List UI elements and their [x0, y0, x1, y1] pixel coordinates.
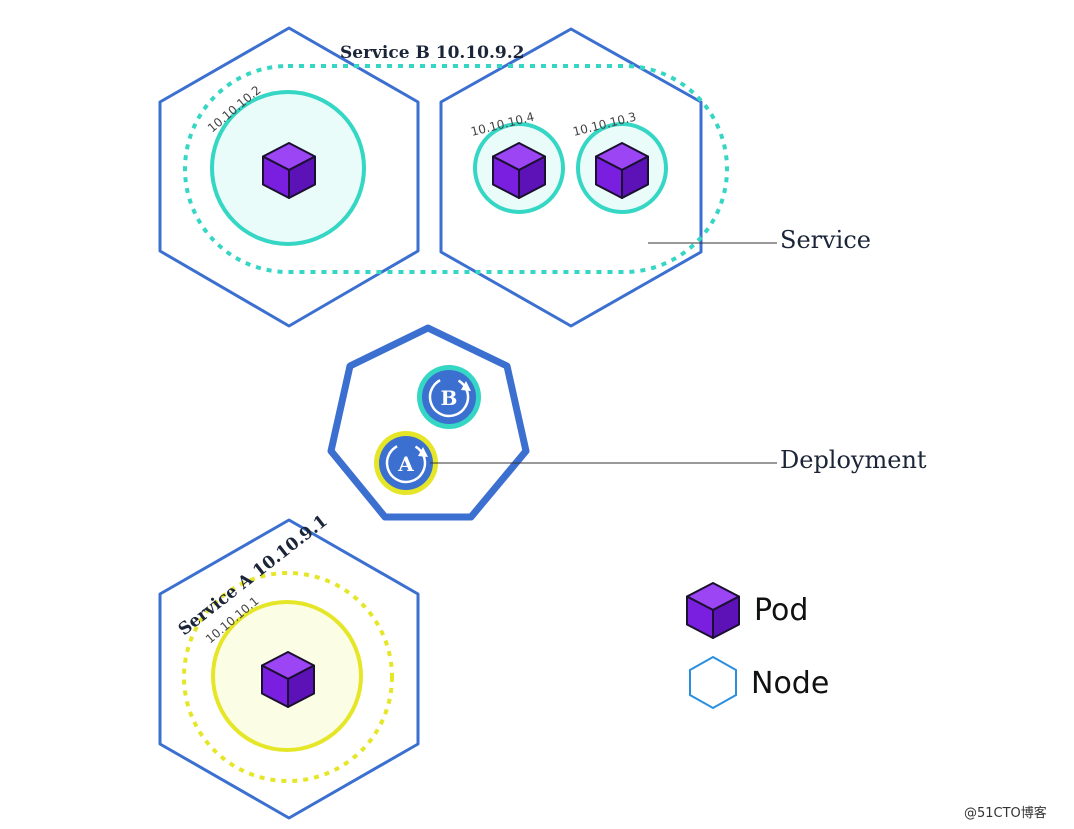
- legend-node-label: Node: [751, 666, 829, 701]
- legend-pod-label: Pod: [754, 593, 808, 628]
- service-b-title: Service B 10.10.9.2: [340, 43, 525, 63]
- legend-pod-icon: [686, 582, 740, 639]
- service-callout-label: Service: [780, 226, 871, 254]
- deployment-badge-b-letter: B: [441, 386, 458, 410]
- node-hexagon: [439, 27, 703, 328]
- legend: Pod Node: [686, 582, 829, 710]
- deployment-callout-label: Deployment: [780, 446, 927, 474]
- deployment-badge-b: B: [417, 365, 481, 429]
- service-b-boundary: [183, 64, 729, 274]
- deployment-badge-a: A: [374, 431, 438, 495]
- legend-node-icon: [689, 655, 737, 710]
- service-a-boundary: [182, 571, 394, 783]
- watermark: @51CTO博客: [964, 805, 1047, 821]
- deployment-badge-a-letter: A: [397, 452, 414, 476]
- deployment-heptagon: [327, 324, 530, 521]
